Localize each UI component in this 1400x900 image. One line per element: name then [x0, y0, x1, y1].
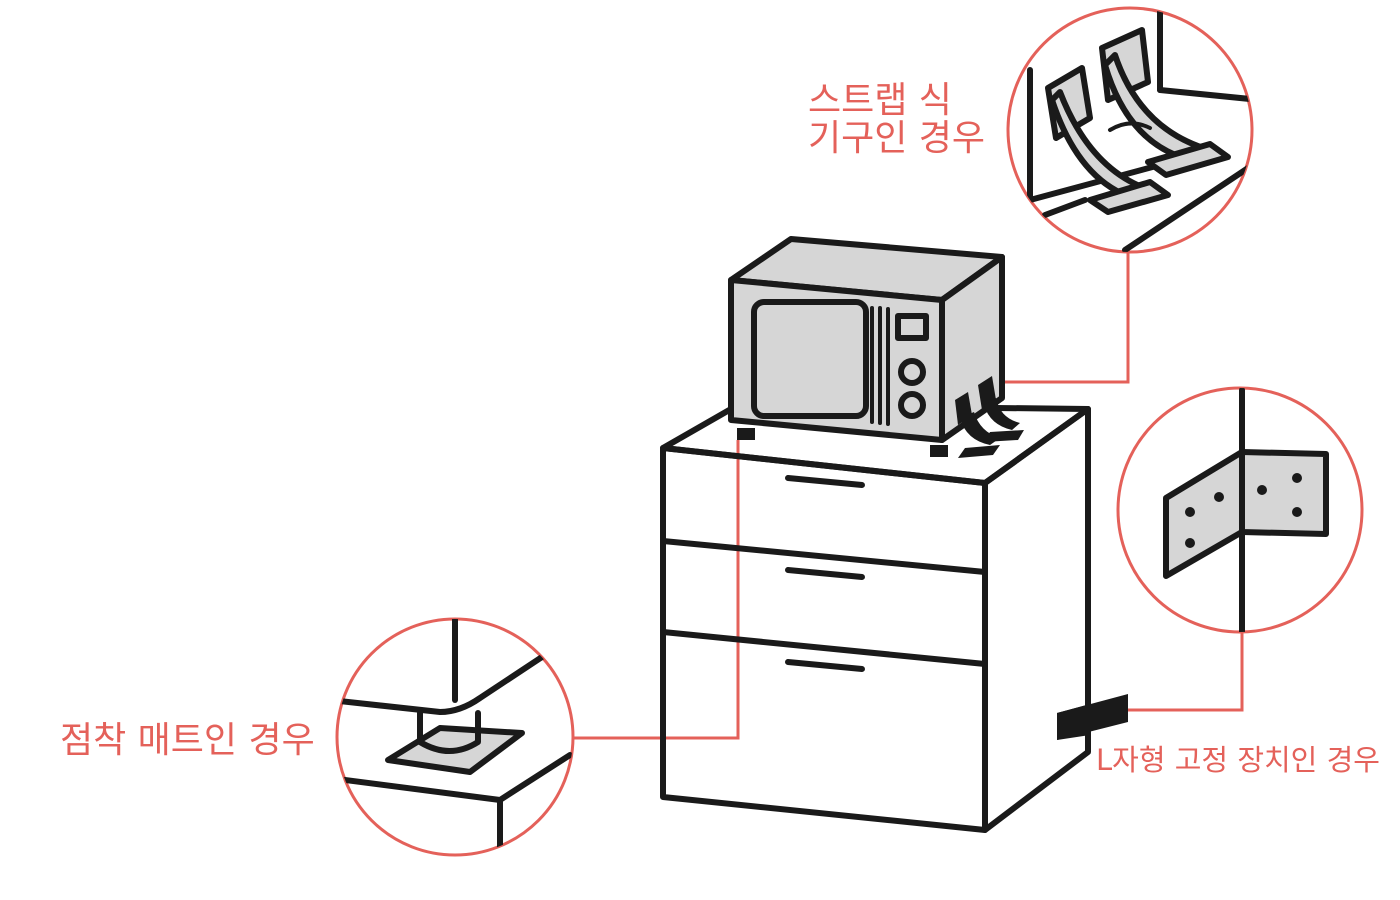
drawer-handle-2 [785, 567, 865, 580]
bracket-detail [1116, 386, 1364, 634]
strap-label-line1: 스트랩 식 [808, 80, 952, 121]
drawer-cabinet [660, 402, 1128, 833]
drawer-handle-3 [785, 659, 865, 672]
mat-leader-line [572, 440, 740, 740]
microwave-straps [955, 376, 1024, 458]
mat-detail [335, 617, 575, 857]
labels: 스트랩 식 기구인 경우 점착 매트인 경우 L자형 고정 장치인 경우 [60, 80, 1380, 777]
microwave-window [751, 299, 869, 419]
bracket-leader-line [1092, 632, 1244, 712]
strap-detail [1006, 6, 1254, 254]
leader-lines [572, 252, 1244, 740]
drawer-divider-1 [660, 538, 988, 575]
control-knob-2 [898, 391, 926, 419]
microwave-foot-right [930, 445, 948, 457]
side-l-bracket-lower [1057, 704, 1090, 740]
drawer-handle-1 [785, 475, 865, 488]
bracket-label: L자형 고정 장치인 경우 [1096, 743, 1380, 777]
bracket-right-flange [1239, 449, 1329, 537]
microwave-foot-left [737, 428, 755, 440]
microwave [728, 236, 1024, 458]
drawer-divider-2 [660, 629, 988, 667]
mat-label: 점착 매트인 경우 [60, 720, 315, 761]
strap-label-line2: 기구인 경우 [808, 118, 985, 159]
control-display [895, 313, 929, 341]
cabinet-side [982, 406, 1091, 833]
control-knob-1 [898, 358, 926, 386]
strap-leader-line [1005, 252, 1130, 384]
